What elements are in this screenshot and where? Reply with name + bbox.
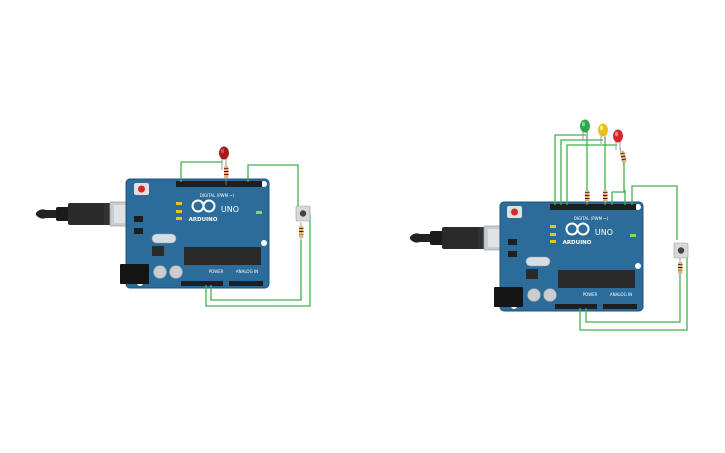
power-label-1: POWER xyxy=(209,269,224,274)
digital-label-2: DIGITAL (PWM ~) xyxy=(574,216,609,221)
brand-label-1: ARDUINO xyxy=(189,217,218,223)
resistor-led-red[interactable] xyxy=(619,147,627,167)
analog-header-1[interactable] xyxy=(229,281,263,286)
led-2-red[interactable] xyxy=(613,129,623,151)
brand-label-2: ARDUINO xyxy=(563,240,592,246)
resistor-led-yellow[interactable] xyxy=(603,190,608,202)
circuit-1: DIGITAL (PWM ~) ARDUINO UNO xyxy=(36,146,311,307)
analog-label-2: ANALOG IN xyxy=(610,292,632,297)
power-label-2: POWER xyxy=(583,292,598,297)
arduino-logo-2 xyxy=(565,222,590,236)
model-label-2: UNO xyxy=(595,228,613,237)
analog-label-1: ANALOG IN xyxy=(236,269,258,274)
wires-1 xyxy=(180,161,311,307)
power-header-1[interactable] xyxy=(181,281,223,286)
digital-label-1: DIGITAL (PWM ~) xyxy=(200,193,235,198)
resistor-button-1[interactable] xyxy=(299,222,304,242)
model-label-1: UNO xyxy=(221,205,239,214)
resistor-led-1[interactable] xyxy=(224,162,229,185)
resistor-button-2[interactable] xyxy=(678,258,683,278)
arduino-logo-1 xyxy=(191,199,216,213)
atmega-chip-2 xyxy=(558,270,635,288)
led-2-yellow[interactable] xyxy=(598,123,608,145)
power-jack-1[interactable] xyxy=(120,264,149,284)
arduino-board-2[interactable]: DIGITAL (PWM ~) ARDUINO UNO POWER ANALOG… xyxy=(494,201,644,312)
led-1-dark-red[interactable] xyxy=(219,146,229,171)
circuit-2: DIGITAL (PWM ~) ARDUINO UNO POWER ANALOG… xyxy=(410,119,689,331)
pushbutton-2[interactable] xyxy=(673,242,689,259)
arduino-board-1[interactable]: DIGITAL (PWM ~) ARDUINO UNO xyxy=(120,178,270,289)
atmega-chip-1 xyxy=(184,247,261,265)
analog-header-2[interactable] xyxy=(603,304,637,309)
digital-header-1[interactable] xyxy=(176,181,262,187)
power-jack-2[interactable] xyxy=(494,287,523,307)
power-header-2[interactable] xyxy=(555,304,597,309)
resistor-led-green[interactable] xyxy=(585,190,590,202)
digital-header-2[interactable] xyxy=(550,204,636,210)
led-2-green[interactable] xyxy=(580,119,590,141)
pushbutton-1[interactable] xyxy=(295,205,311,222)
